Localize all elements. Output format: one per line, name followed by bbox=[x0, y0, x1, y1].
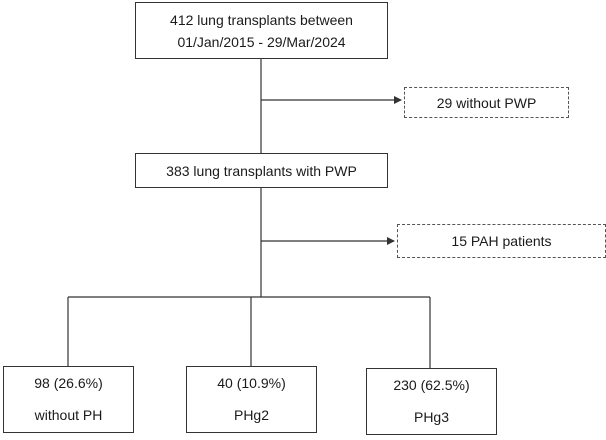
group-count: 98 (26.6%) bbox=[34, 375, 103, 391]
excluded-pah-label: 15 PAH patients bbox=[451, 233, 552, 249]
total-transplants-box: 412 lung transplants between 01/Jan/2015… bbox=[135, 2, 388, 59]
excluded-pah-box: 15 PAH patients bbox=[397, 224, 606, 258]
group-label: without PH bbox=[34, 407, 103, 423]
group-label: PHg2 bbox=[233, 407, 270, 423]
total-line-2: 01/Jan/2015 - 29/Mar/2024 bbox=[177, 33, 346, 50]
group-count: 230 (62.5%) bbox=[393, 377, 470, 393]
excluded-pwp-label: 29 without PWP bbox=[436, 94, 537, 111]
group-without-ph-box: 98 (26.6%) without PH bbox=[3, 366, 134, 433]
group-phg3-box: 230 (62.5%) PHg3 bbox=[366, 368, 497, 435]
group-phg2-box: 40 (10.9%) PHg2 bbox=[186, 366, 317, 433]
group-label: PHg3 bbox=[413, 409, 450, 425]
group-count: 40 (10.9%) bbox=[217, 375, 286, 391]
total-line-1: 412 lung transplants between bbox=[170, 11, 353, 28]
excluded-without-pwp-box: 29 without PWP bbox=[404, 87, 569, 118]
with-pwp-box: 383 lung transplants with PWP bbox=[135, 153, 388, 188]
with-pwp-label: 383 lung transplants with PWP bbox=[166, 162, 357, 179]
